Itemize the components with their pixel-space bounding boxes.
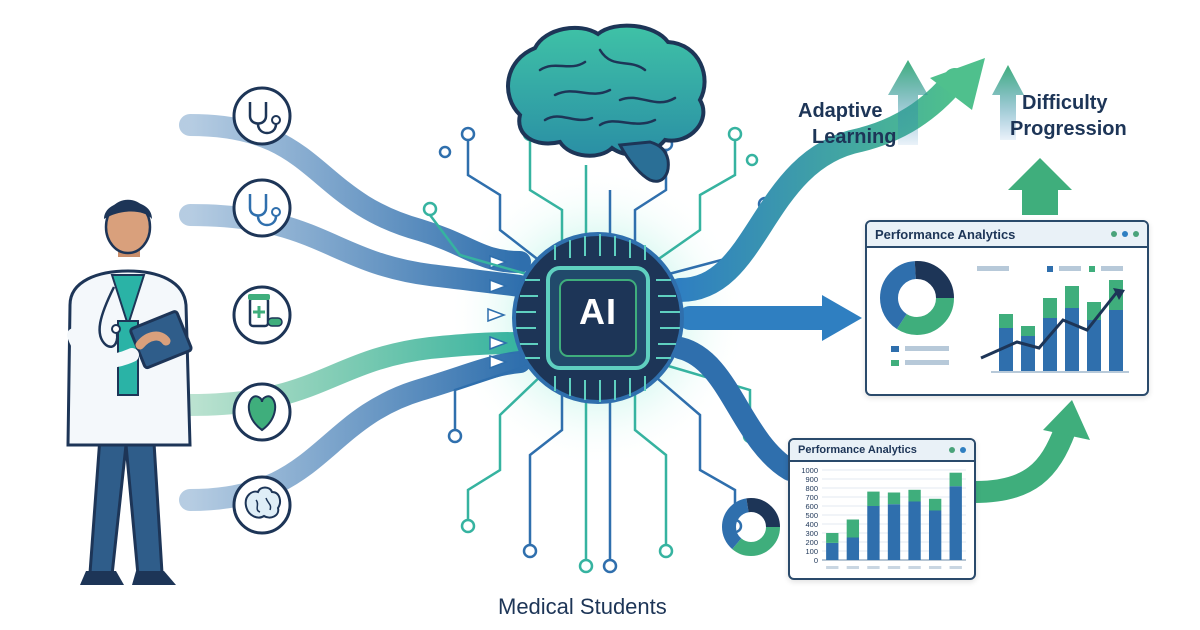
y-tick-label: 1000 [801, 466, 818, 475]
bar-segment [867, 506, 880, 560]
y-tick-label: 700 [805, 493, 818, 502]
input-arrows [487, 254, 509, 370]
panel-bottom-title: Performance Analytics [798, 444, 917, 456]
up-arrows [888, 60, 1072, 215]
icon-heart [232, 382, 292, 442]
panel-top-header: Performance Analytics [867, 222, 1147, 248]
y-tick-label: 500 [805, 511, 818, 520]
icon-stethoscope-1 [232, 86, 292, 146]
arrow-up-right-lower [1043, 400, 1090, 440]
y-tick-label: 300 [805, 529, 818, 538]
x-tick-label [826, 566, 839, 569]
panel-bottom-header: Performance Analytics [790, 440, 974, 462]
output-streams [668, 68, 1076, 503]
progress-arrow [1008, 158, 1072, 215]
y-tick-label: 800 [805, 484, 818, 493]
bar-segment [908, 501, 921, 560]
bar-segment [826, 542, 839, 560]
difficulty-progression-label-1: Difficulty [1022, 92, 1108, 114]
medical-students-caption: Medical Students [498, 594, 667, 619]
panel-top-title: Performance Analytics [875, 226, 1016, 242]
legend-lines [891, 266, 1123, 366]
x-tick-label [928, 566, 942, 569]
arrow-right [822, 295, 862, 341]
donut-chart [880, 261, 954, 335]
y-tick-label: 400 [805, 520, 818, 529]
x-tick-label [867, 566, 880, 569]
circuit-bottom [453, 363, 752, 560]
bar-segment [928, 510, 942, 560]
bar-segment [846, 537, 860, 560]
difficulty-progression-label-2: Progression [1010, 118, 1127, 140]
arrow-up-right [930, 58, 985, 110]
difficulty-arrow [992, 65, 1024, 140]
window-dots [1111, 231, 1139, 237]
window-dot [960, 447, 966, 453]
window-dot [1111, 231, 1117, 237]
bar-segment [949, 486, 962, 560]
x-tick-label [908, 566, 921, 569]
performance-panel-top: Performance Analytics [865, 220, 1149, 396]
adaptive-learning-label-1: Adaptive [798, 100, 883, 122]
window-dot [1122, 231, 1128, 237]
ai-chip [512, 232, 684, 404]
y-tick-label: 100 [805, 547, 818, 556]
icon-medicine [232, 285, 292, 345]
adaptive-learning-label-2: Learning [812, 126, 897, 148]
bar-segment [928, 498, 942, 511]
panel-top-graphics [880, 261, 1129, 373]
window-dots [949, 447, 966, 453]
mini-donut [722, 498, 780, 556]
bar-segment [887, 492, 901, 505]
bar-segment [846, 519, 860, 538]
x-tick-label [887, 566, 901, 569]
bar-segment [826, 533, 839, 543]
bar-segment [867, 491, 880, 506]
brain-illustration [506, 23, 707, 183]
bar-segment [908, 489, 921, 502]
icon-brain [232, 475, 292, 535]
y-tick-label: 0 [814, 556, 818, 565]
y-tick-label: 600 [805, 502, 818, 511]
panel-top-bars [980, 280, 1129, 373]
input-streams [179, 114, 531, 511]
bar-segment [949, 472, 962, 487]
bar-segment [887, 504, 901, 560]
window-dot [1133, 231, 1139, 237]
output-arrowheads [822, 58, 1090, 440]
y-tick-label: 200 [805, 538, 818, 547]
adaptive-arrow [888, 60, 928, 145]
x-tick-label [949, 566, 962, 569]
icon-stethoscope-2 [232, 178, 292, 238]
y-tick-label: 900 [805, 475, 818, 484]
x-tick-label [846, 566, 860, 569]
ai-label: AI [579, 291, 617, 332]
doctor-figure [66, 199, 193, 585]
window-dot [949, 447, 955, 453]
